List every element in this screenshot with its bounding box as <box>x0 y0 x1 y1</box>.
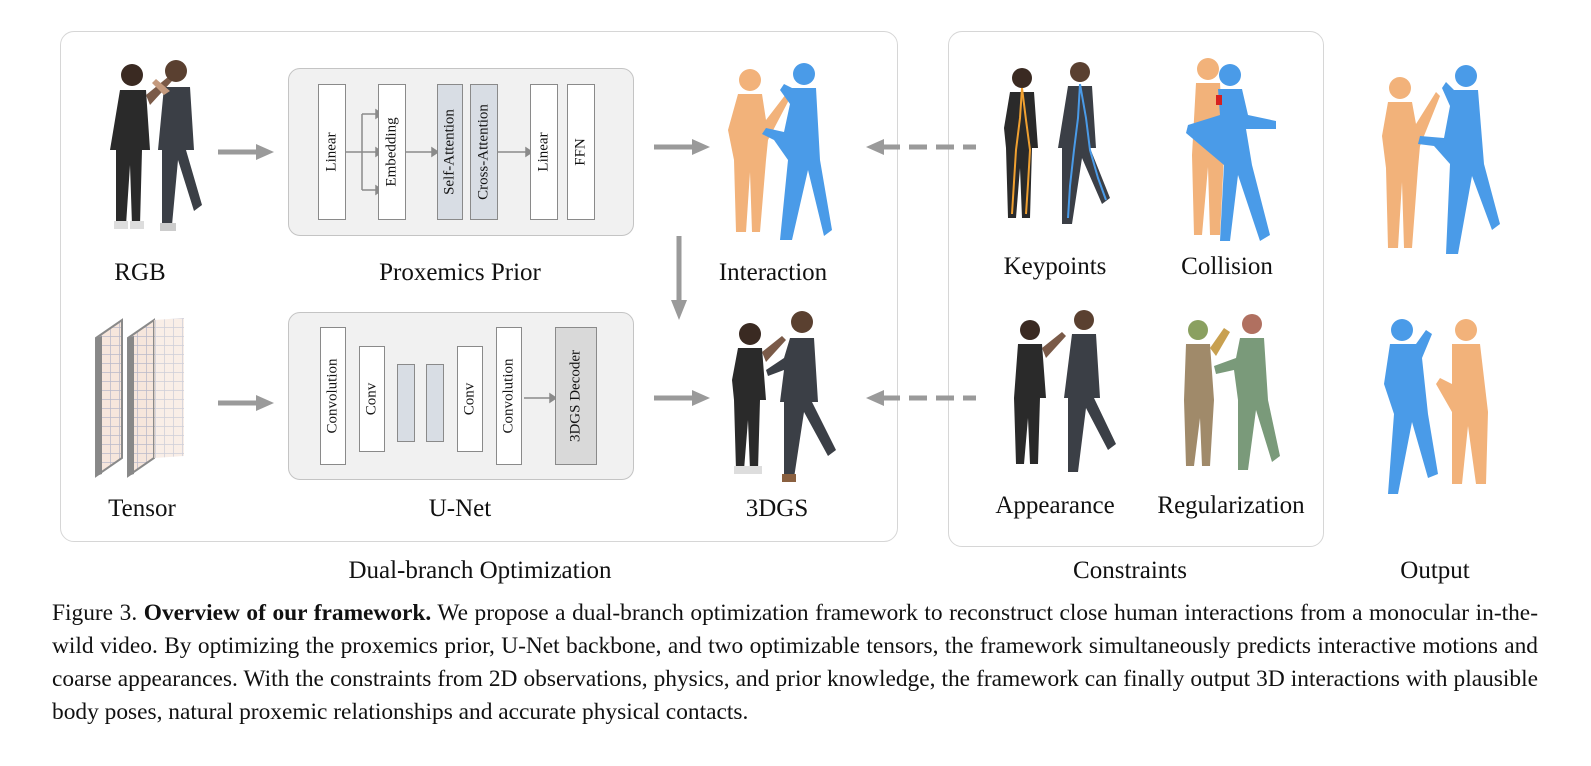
interaction-label: Interaction <box>718 259 828 286</box>
unet-layer-conv-2: Conv <box>457 346 483 452</box>
person-photo-icon <box>110 60 202 231</box>
person-photo-icon <box>1014 310 1116 472</box>
unet-layer-convolution: Convolution <box>320 327 346 465</box>
person-photo-icon <box>1004 62 1110 224</box>
collision-mesh <box>1186 58 1276 241</box>
down-arrow-icon <box>671 236 687 320</box>
output-mesh-top <box>1382 65 1500 254</box>
unet-label: U-Net <box>428 495 492 522</box>
dashed-left-arrow-icon <box>866 139 976 155</box>
unet-layer-convolution-2: Convolution <box>496 327 522 465</box>
mesh-body-icon <box>1184 314 1280 470</box>
right-arrow-icon <box>218 395 274 411</box>
proxemics-layer-cross-attention: Cross-Attention <box>470 84 498 220</box>
proxemics-layer-linear: Linear <box>318 84 346 220</box>
regularization-mesh <box>1184 314 1280 470</box>
section-label-constraints: Constraints <box>1073 557 1187 584</box>
constraint-label-appearance: Appearance <box>995 492 1115 519</box>
unet-layer-conv: Conv <box>359 346 385 452</box>
constraint-label-regularization: Regularization <box>1157 492 1305 519</box>
mesh-body-icon <box>1382 65 1500 254</box>
right-arrow-icon <box>654 390 710 406</box>
unet-layer-bottleneck-1 <box>397 364 415 442</box>
clipped-next-line <box>52 742 1538 766</box>
keypoints-image <box>1004 62 1110 224</box>
figure-number: Figure 3. <box>52 600 138 626</box>
unet-layer-bottleneck-2 <box>426 364 444 442</box>
rgb-input-photo <box>110 60 202 231</box>
dashed-left-arrow-icon <box>866 390 976 406</box>
mesh-body-icon <box>1186 58 1276 241</box>
proxemics-layer-ffn: FFN <box>567 84 595 220</box>
proxemics-layer-self-attention: Self-Attention <box>437 84 463 220</box>
rgb-label: RGB <box>114 259 166 286</box>
appearance-image <box>1014 310 1116 472</box>
figure-title: Overview of our framework. <box>143 600 432 626</box>
unet-connectors <box>524 392 558 404</box>
unet-layer-3dgs-decoder: 3DGS Decoder <box>555 327 597 465</box>
figure-caption-body: We propose a dual-branch optimization fr… <box>52 600 1538 725</box>
section-label-dual-branch: Dual-branch Optimization <box>348 557 612 584</box>
mesh-body-icon <box>728 63 832 240</box>
3dgs-label: 3DGS <box>745 495 809 522</box>
constraint-label-keypoints: Keypoints <box>1003 253 1107 280</box>
figure-caption: Figure 3. Overview of our framework. We … <box>52 597 1538 729</box>
output-mesh-bottom <box>1384 319 1488 494</box>
tensor-grid-icon <box>95 318 184 478</box>
right-arrow-icon <box>654 139 710 155</box>
constraint-label-collision: Collision <box>1181 253 1273 280</box>
interaction-mesh <box>728 63 832 240</box>
proxemics-layer-embedding: Embedding <box>378 84 406 220</box>
proxemics-layer-linear-2: Linear <box>530 84 558 220</box>
proxemics-prior-label: Proxemics Prior <box>379 259 541 286</box>
person-photo-icon <box>732 311 836 482</box>
mesh-body-icon <box>1384 319 1488 494</box>
3dgs-render <box>732 311 836 482</box>
right-arrow-icon <box>218 144 274 160</box>
section-label-output: Output <box>1400 557 1470 584</box>
tensor-label: Tensor <box>108 495 176 522</box>
